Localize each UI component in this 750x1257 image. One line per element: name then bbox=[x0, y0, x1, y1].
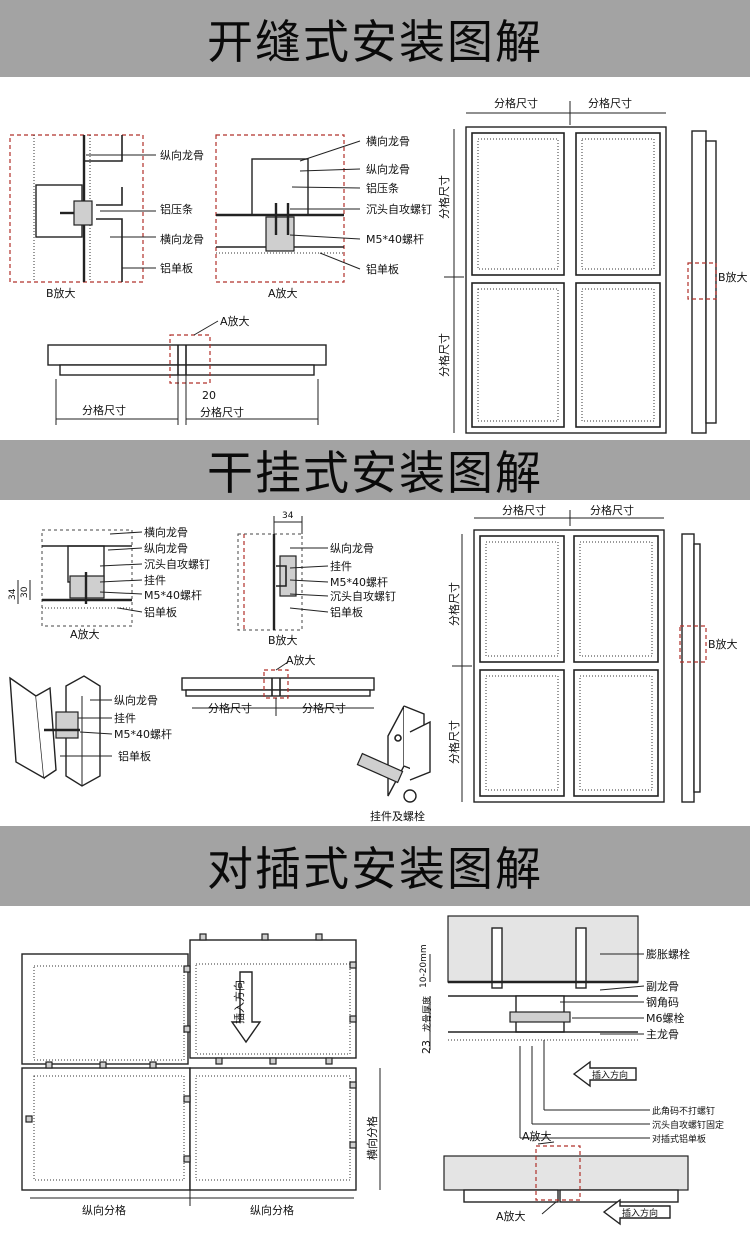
label-horizontal-keel: 横向龙骨 bbox=[366, 134, 410, 148]
label-screw: 沉头自攻螺钉 bbox=[144, 557, 210, 571]
dim-side-upper: 分格尺寸 bbox=[447, 582, 461, 626]
plug-in-svg: 插入方向 横向分格 纵向分格 纵向分格 10-20mm 23 龙骨厚度 膨胀螺栓… bbox=[21, 915, 724, 1226]
elevation-view: 分格尺寸 分格尺寸 分格尺寸 分格尺寸 B放大 bbox=[437, 96, 748, 434]
label-al-panel: 铝单板 bbox=[366, 262, 399, 276]
note-1: 此角码不打螺钉 bbox=[652, 1105, 715, 1117]
label-al-panel: 铝单板 bbox=[330, 605, 363, 619]
b-detail: 34 纵向龙骨 挂件 M5*40螺杆 沉头自攻螺钉 铝单板 B放大 bbox=[237, 511, 396, 647]
section-banner-dry-hang: 干挂式安装图解 bbox=[0, 440, 750, 500]
a-detail: 34 30 横向龙骨 纵向龙骨 沉头自攻螺钉 挂件 M5*40螺杆 铝单板 A放… bbox=[8, 525, 210, 641]
label-bolt: M5*40螺杆 bbox=[330, 575, 388, 589]
label-screw: 沉头自攻螺钉 bbox=[366, 202, 432, 216]
dim-side-lower: 分格尺寸 bbox=[437, 333, 451, 377]
label-horizontal-keel: 横向龙骨 bbox=[160, 232, 204, 246]
hardware-caption: 挂件及螺栓 bbox=[370, 809, 425, 823]
label-hanger: 挂件 bbox=[114, 711, 136, 725]
dim-left: 分格尺寸 bbox=[82, 403, 126, 417]
label-vertical-keel: 纵向龙骨 bbox=[160, 148, 204, 162]
label-al-panel: 铝单板 bbox=[160, 261, 193, 275]
dim-right: 分格尺寸 bbox=[302, 701, 346, 715]
note-2: 沉头自攻螺钉固定 bbox=[652, 1119, 724, 1131]
section-callout: A放大 bbox=[286, 653, 316, 667]
label-vertical-keel: 纵向龙骨 bbox=[366, 162, 410, 176]
iso-view: 纵向龙骨 挂件 M5*40螺杆 铝单板 bbox=[9, 675, 172, 787]
b-detail-caption: B放大 bbox=[268, 633, 298, 647]
dim-30: 30 bbox=[20, 586, 30, 598]
label-expansion-bolt: 膨胀螺栓 bbox=[646, 947, 690, 961]
b-callout: B放大 bbox=[718, 270, 748, 284]
open-joint-svg: 纵向龙骨 铝压条 横向龙骨 铝单板 B放大 横向龙骨 纵向龙骨 铝压条 沉头自攻… bbox=[9, 96, 748, 434]
section-banner-open-joint: 开缝式安装图解 bbox=[0, 0, 750, 77]
section-title: 干挂式安装图解 bbox=[207, 446, 543, 500]
dim-top-left: 分格尺寸 bbox=[502, 503, 546, 517]
dim-top: 34 bbox=[282, 511, 294, 521]
label-vertical-keel: 纵向龙骨 bbox=[144, 541, 188, 555]
hardware-view: 挂件及螺栓 bbox=[356, 705, 431, 823]
label-main-keel: 主龙骨 bbox=[646, 1028, 679, 1041]
note-3: 对插式铝单板 bbox=[652, 1133, 706, 1145]
callout-top: A放大 bbox=[522, 1129, 552, 1143]
label-bolt: M5*40螺杆 bbox=[144, 588, 202, 602]
label-steel-bracket: 钢角码 bbox=[646, 996, 679, 1009]
dim-top-right: 分格尺寸 bbox=[590, 503, 634, 517]
dim-thickness-note: 龙骨厚度 bbox=[421, 996, 433, 1032]
arrow-text: 插入方向 bbox=[592, 1069, 628, 1081]
dry-hang-svg: 34 30 横向龙骨 纵向龙骨 沉头自攻螺钉 挂件 M5*40螺杆 铝单板 A放… bbox=[8, 503, 738, 823]
label-vertical-keel: 纵向龙骨 bbox=[330, 541, 374, 555]
b-detail-caption: B放大 bbox=[46, 286, 76, 300]
arrow-text-bottom: 插入方向 bbox=[622, 1207, 658, 1219]
section-title: 开缝式安装图解 bbox=[207, 14, 543, 69]
label-bolt: M5*40螺杆 bbox=[114, 727, 172, 741]
dim-34: 34 bbox=[8, 588, 18, 600]
label-hanger: 挂件 bbox=[330, 559, 352, 573]
dim-right: 分格尺寸 bbox=[200, 405, 244, 419]
side-dim: 横向分格 bbox=[365, 1116, 379, 1160]
a-detail: 横向龙骨 纵向龙骨 铝压条 沉头自攻螺钉 M5*40螺杆 铝单板 A放大 bbox=[215, 134, 432, 300]
dim-thickness: 23 bbox=[420, 1040, 433, 1054]
label-screw: 沉头自攻螺钉 bbox=[330, 589, 396, 603]
dry-hang-diagram: 34 30 横向龙骨 纵向龙骨 沉头自攻螺钉 挂件 M5*40螺杆 铝单板 A放… bbox=[0, 500, 750, 826]
label-al-strip: 铝压条 bbox=[366, 181, 399, 195]
label-vertical-keel: 纵向龙骨 bbox=[114, 693, 158, 707]
section-view: A放大 20 分格尺寸 分格尺寸 bbox=[47, 314, 327, 425]
a-detail-caption: A放大 bbox=[268, 286, 298, 300]
arrow-text: 插入方向 bbox=[232, 980, 246, 1024]
label-horizontal-keel: 横向龙骨 bbox=[144, 525, 188, 539]
dim-left: 纵向分格 bbox=[82, 1203, 126, 1217]
label-hanger: 挂件 bbox=[144, 573, 166, 587]
label-al-panel: 铝单板 bbox=[144, 605, 177, 619]
panel-view: 插入方向 横向分格 纵向分格 纵向分格 bbox=[21, 933, 381, 1217]
gap-dim: 20 bbox=[202, 389, 216, 402]
section-detail: 10-20mm 23 龙骨厚度 膨胀螺栓 副龙骨 钢角码 M6螺栓 主龙骨 插入… bbox=[419, 915, 724, 1226]
label-bolt: M5*40螺杆 bbox=[366, 232, 424, 246]
label-al-panel: 铝单板 bbox=[118, 749, 151, 763]
dim-right: 纵向分格 bbox=[250, 1203, 294, 1217]
open-joint-diagram: 纵向龙骨 铝压条 横向龙骨 铝单板 B放大 横向龙骨 纵向龙骨 铝压条 沉头自攻… bbox=[0, 77, 750, 440]
b-callout: B放大 bbox=[708, 637, 738, 651]
dim-side-lower: 分格尺寸 bbox=[447, 720, 461, 764]
b-detail: 纵向龙骨 铝压条 横向龙骨 铝单板 B放大 bbox=[9, 134, 204, 300]
section-banner-plug-in: 对插式安装图解 bbox=[0, 826, 750, 906]
dim-top-right: 分格尺寸 bbox=[588, 96, 632, 110]
dim-top-left: 分格尺寸 bbox=[494, 96, 538, 110]
label-m6-bolt: M6螺栓 bbox=[646, 1011, 685, 1025]
callout-bottom: A放大 bbox=[496, 1209, 526, 1223]
plug-in-diagram: 插入方向 横向分格 纵向分格 纵向分格 10-20mm 23 龙骨厚度 膨胀螺栓… bbox=[0, 906, 750, 1253]
section-callout: A放大 bbox=[220, 314, 250, 328]
section-view: A放大 分格尺寸 分格尺寸 bbox=[181, 653, 375, 716]
elevation-view: 分格尺寸 分格尺寸 分格尺寸 分格尺寸 B放大 bbox=[447, 503, 738, 803]
section-title: 对插式安装图解 bbox=[207, 842, 543, 896]
dim-left: 分格尺寸 bbox=[208, 701, 252, 715]
label-al-strip: 铝压条 bbox=[160, 202, 193, 216]
a-detail-caption: A放大 bbox=[70, 627, 100, 641]
dim-gap: 10-20mm bbox=[419, 944, 429, 988]
dim-side-upper: 分格尺寸 bbox=[437, 175, 451, 219]
label-sub-keel: 副龙骨 bbox=[646, 980, 679, 993]
